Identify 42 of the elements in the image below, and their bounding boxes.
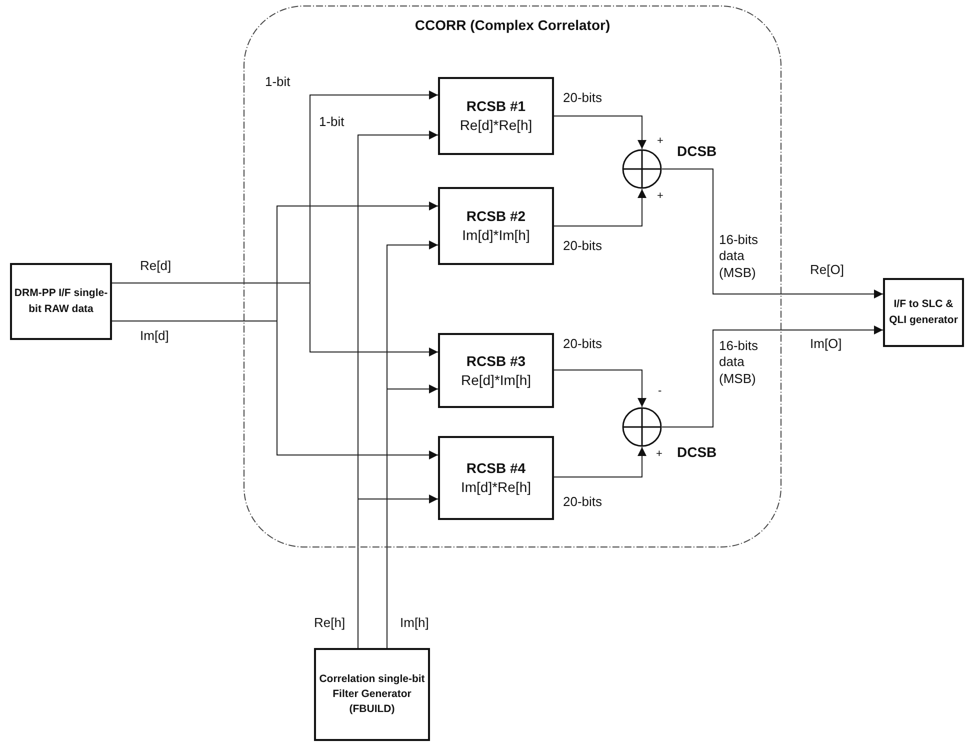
arrow xyxy=(662,168,884,298)
signal-label: Im[O] xyxy=(810,336,842,352)
formula: Re[d]*Im[h] xyxy=(460,370,532,390)
signal-label: + xyxy=(657,135,664,148)
block-label: I/F to SLC & QLI generator xyxy=(888,297,959,328)
formula: Re[d]*Re[h] xyxy=(460,116,532,135)
block-title: RCSB #2 xyxy=(466,207,526,226)
process-box xyxy=(314,648,430,741)
arrow xyxy=(554,446,646,478)
signal-label: Im[h] xyxy=(400,615,429,631)
process-box xyxy=(438,77,554,155)
signal-label: Re[h] xyxy=(314,615,346,631)
block-label: Correlation single-bit Filter Generator (FBUILD) xyxy=(318,672,426,718)
block-title: RCSB #4 xyxy=(466,459,526,478)
signal-label: Im[d] xyxy=(140,328,169,344)
arrow xyxy=(358,494,438,648)
block-label: DCSB xyxy=(677,143,717,160)
block-label: DCSB xyxy=(677,444,717,461)
formula: Im[d]*Re[h] xyxy=(460,478,532,497)
process-box xyxy=(883,278,964,347)
group-title: CCORR (Complex Correlator) xyxy=(414,17,612,33)
process-box xyxy=(438,187,554,265)
arrow xyxy=(662,326,884,428)
dashed-group-outline xyxy=(243,5,782,548)
signal-label: + xyxy=(657,190,664,204)
formula: Im[d]*Im[h] xyxy=(462,226,530,245)
process-box xyxy=(10,263,112,340)
arrow xyxy=(554,188,646,226)
block-title: RCSB #3 xyxy=(466,352,526,370)
arrow xyxy=(386,384,438,648)
process-box xyxy=(438,436,554,520)
block-label: DRM-PP I/F single-bit RAW data xyxy=(13,286,109,316)
block-title: RCSB #1 xyxy=(466,97,526,116)
signal-label: Re[O] xyxy=(810,262,844,278)
arrow xyxy=(554,370,646,408)
signal-label: Re[d] xyxy=(140,258,172,274)
process-box xyxy=(438,333,554,408)
signal-label: + xyxy=(656,448,662,462)
arrow xyxy=(554,116,646,150)
summing-junction-icon xyxy=(622,407,662,447)
signal-label: - xyxy=(658,385,662,398)
summing-junction-icon xyxy=(622,149,662,189)
